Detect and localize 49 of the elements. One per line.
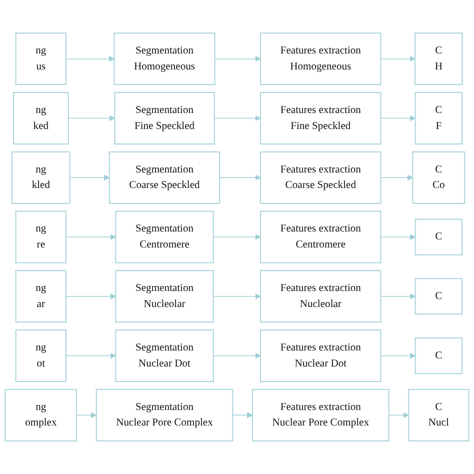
node-box: ng us xyxy=(15,32,66,86)
node-box: ng ar xyxy=(15,270,66,323)
node-box: C H xyxy=(414,32,463,86)
arrow xyxy=(212,352,261,359)
arrow xyxy=(69,174,110,181)
arrow xyxy=(212,234,261,240)
node-box: Segmentation Nuclear Dot xyxy=(115,330,214,382)
node-box: Segmentation Nucleolar xyxy=(115,270,214,323)
arrow xyxy=(232,412,253,418)
node-box: C xyxy=(414,278,462,315)
node-box: ng omplex xyxy=(4,388,78,442)
node-box: Features extraction Centromere xyxy=(260,210,382,264)
node-box: ng re xyxy=(15,210,66,264)
arrow xyxy=(380,115,416,122)
arrow xyxy=(380,293,416,300)
arrow xyxy=(76,412,97,418)
arrow xyxy=(214,56,261,62)
arrow xyxy=(66,234,116,240)
node-box: Features extraction Nucleolar xyxy=(260,270,382,323)
node-box: C Nucl xyxy=(408,388,470,442)
arrow xyxy=(66,352,116,359)
node-box: ng ked xyxy=(13,92,69,144)
node-box: Segmentation Homogeneous xyxy=(114,32,216,86)
node-box: Features extraction Homogeneous xyxy=(260,32,382,86)
arrow xyxy=(68,115,115,122)
node-box: Segmentation Centromere xyxy=(115,210,214,264)
node-box: C xyxy=(414,337,462,374)
node-box: ng ot xyxy=(15,330,66,382)
node-box: ng kled xyxy=(12,151,70,204)
node-box: Segmentation Fine Speckled xyxy=(114,92,215,144)
arrow xyxy=(388,412,409,418)
arrow xyxy=(380,174,413,181)
arrow xyxy=(212,293,261,300)
node-box: Features extraction Nuclear Dot xyxy=(260,330,382,382)
node-box: Features extraction Coarse Speckled xyxy=(260,151,382,204)
arrow xyxy=(380,352,416,359)
node-box: C Co xyxy=(412,151,466,204)
arrow xyxy=(380,234,416,240)
arrow xyxy=(214,115,261,122)
arrow xyxy=(380,56,416,62)
arrow xyxy=(219,174,261,181)
node-box: Features extraction Nuclear Pore Complex xyxy=(252,388,390,442)
arrow xyxy=(66,293,116,300)
node-box: Segmentation Nuclear Pore Complex xyxy=(96,388,234,442)
node-box: Features extraction Fine Speckled xyxy=(260,92,382,144)
node-box: Segmentation Coarse Speckled xyxy=(108,151,220,204)
node-box: C xyxy=(414,218,462,256)
node-box: C F xyxy=(414,92,462,144)
arrow xyxy=(66,56,114,62)
